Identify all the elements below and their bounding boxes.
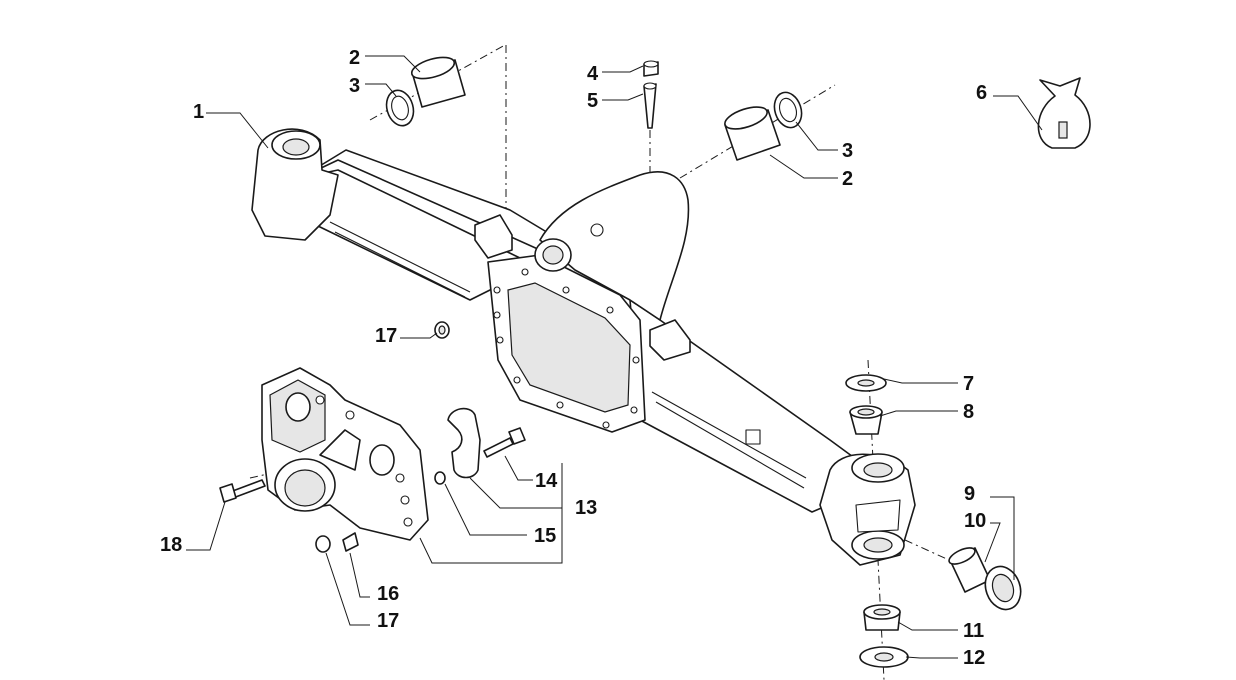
nut-17-upper: [434, 321, 450, 339]
bushing-right: [724, 91, 803, 161]
nut-15: [434, 471, 446, 485]
callout-6: 6: [976, 82, 987, 104]
callout-2-right: 2: [842, 168, 853, 190]
bolt-14: [483, 427, 526, 458]
callout-15: 15: [534, 525, 556, 547]
nut-17-lower: [315, 535, 331, 553]
bearing-cap: [447, 407, 481, 479]
callout-12: 12: [963, 647, 985, 669]
callout-3-left: 3: [349, 75, 360, 97]
washer-12: [859, 646, 909, 668]
callout-9: 9: [964, 483, 975, 505]
grease-nipple: [643, 60, 659, 77]
axle-housing: [251, 128, 916, 566]
callout-3-right: 3: [842, 140, 853, 162]
callout-1: 1: [193, 101, 204, 123]
callout-labels: 1 2 3 4 5 6 3 2 17 7 8 9 10 14 13 15 18 …: [160, 47, 987, 669]
washer-7: [845, 374, 887, 392]
callout-17-lower: 17: [377, 610, 399, 632]
callout-13: 13: [575, 497, 597, 519]
grease-bag: [1037, 77, 1091, 149]
leader-lines: [186, 55, 1043, 659]
bush-11: [863, 604, 901, 631]
bushing-left: [385, 56, 466, 127]
callout-8: 8: [963, 401, 974, 423]
carrier-bracket: [261, 367, 429, 541]
bushing-10: [948, 547, 991, 593]
callout-7: 7: [963, 373, 974, 395]
callout-14: 14: [535, 470, 558, 492]
callout-2-left: 2: [349, 47, 360, 69]
callout-16: 16: [377, 583, 399, 605]
callout-10: 10: [964, 510, 986, 532]
callout-11: 11: [963, 620, 984, 642]
callout-5: 5: [587, 90, 598, 112]
bush-8: [849, 405, 883, 435]
callout-4: 4: [587, 63, 599, 85]
callout-18: 18: [160, 534, 182, 556]
pin-16: [342, 532, 359, 552]
tapered-pin: [643, 82, 657, 129]
callout-17-upper: 17: [375, 325, 397, 347]
bolt-18: [219, 479, 266, 503]
seal-9: [984, 565, 1022, 611]
